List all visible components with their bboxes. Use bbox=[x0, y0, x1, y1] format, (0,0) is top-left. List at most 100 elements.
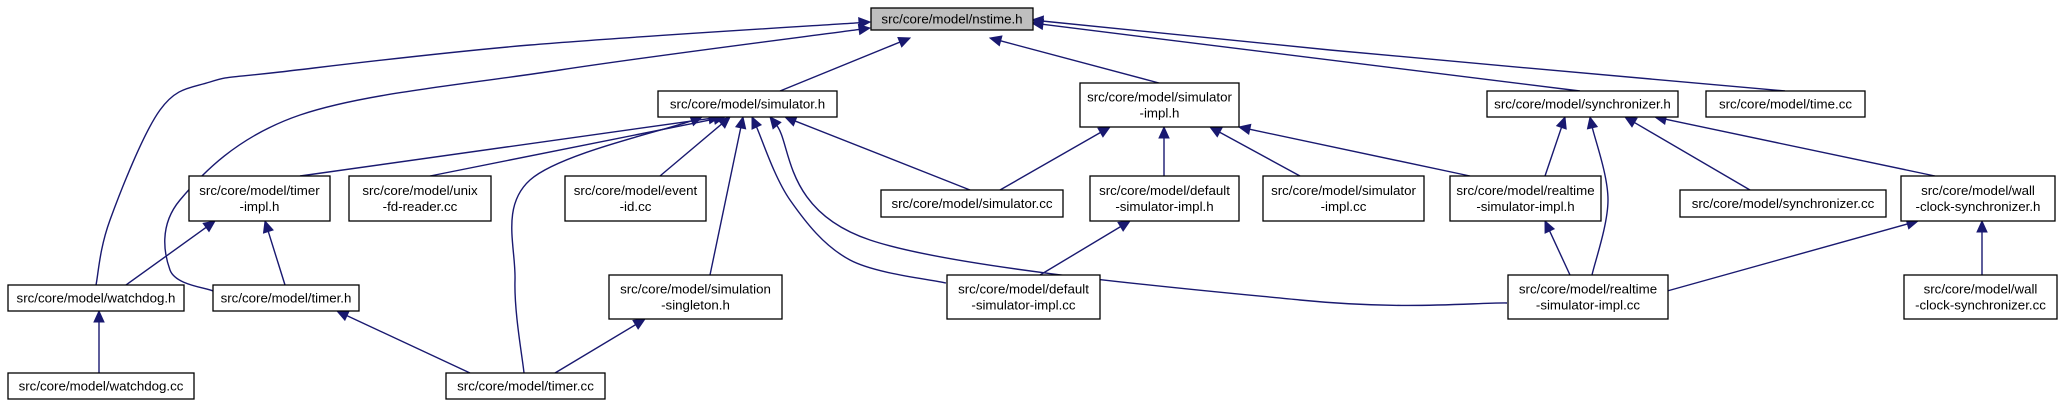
edge-simulator_impl_cc-includes-simulator_impl_h bbox=[1208, 126, 1301, 177]
edge-line bbox=[1041, 23, 1581, 92]
arrowhead-icon bbox=[857, 23, 872, 36]
node-box[interactable] bbox=[1089, 175, 1240, 222]
node-label: -simulator-impl.h bbox=[1115, 199, 1213, 214]
node-simulation-singleton-h[interactable]: src/core/model/simulation-singleton.h bbox=[608, 274, 783, 320]
node-label: src/core/model/unix bbox=[362, 183, 478, 198]
node-simulator-impl-h[interactable]: src/core/model/simulator-impl.h bbox=[1079, 82, 1240, 128]
node-box[interactable] bbox=[1900, 175, 2056, 222]
node-box[interactable] bbox=[870, 7, 1034, 31]
arrowhead-icon bbox=[1976, 219, 1988, 233]
node-event-id-cc[interactable]: src/core/model/event-id.cc bbox=[564, 175, 707, 222]
edge-event_id_cc-includes-simulator_h bbox=[659, 116, 731, 177]
node-box[interactable] bbox=[1486, 90, 1679, 118]
node-label: src/core/model/simulator.h bbox=[670, 97, 825, 112]
edge-line bbox=[95, 21, 861, 286]
node-timer-cc[interactable]: src/core/model/timer.cc bbox=[445, 372, 606, 400]
node-label: -id.cc bbox=[620, 199, 652, 214]
node-nstime-h[interactable]: src/core/model/nstime.h bbox=[870, 7, 1034, 31]
node-box[interactable] bbox=[564, 175, 707, 222]
node-box[interactable] bbox=[1079, 82, 1240, 128]
node-timer-h[interactable]: src/core/model/timer.h bbox=[212, 284, 360, 312]
arrowhead-icon bbox=[734, 115, 747, 130]
node-box[interactable] bbox=[445, 372, 606, 400]
node-label: src/core/model/watchdog.h bbox=[17, 291, 176, 306]
node-synchronizer-cc[interactable]: src/core/model/synchronizer.cc bbox=[1679, 189, 1887, 218]
arrowhead-icon bbox=[202, 220, 216, 233]
arrowhead-icon bbox=[1158, 125, 1170, 139]
arrowhead-icon bbox=[1555, 115, 1567, 130]
edge-line bbox=[1248, 128, 1471, 177]
node-realtime-simulator-impl-h[interactable]: src/core/model/realtime-simulator-impl.h bbox=[1449, 175, 1602, 222]
edge-line bbox=[1041, 20, 1786, 92]
node-label: src/core/model/simulator bbox=[1087, 90, 1232, 105]
node-box[interactable] bbox=[1449, 175, 1602, 222]
edge-simulator_cc-includes-simulator_h bbox=[783, 115, 971, 191]
edge-default_simulator_impl_h-includes-simulator_impl_h bbox=[1158, 125, 1170, 176]
node-synchronizer-h[interactable]: src/core/model/synchronizer.h bbox=[1486, 90, 1679, 118]
node-watchdog-h[interactable]: src/core/model/watchdog.h bbox=[7, 284, 185, 312]
arrowhead-icon bbox=[717, 116, 731, 129]
node-box[interactable] bbox=[188, 175, 331, 222]
node-box[interactable] bbox=[608, 274, 783, 320]
node-box[interactable] bbox=[7, 284, 185, 312]
edge-wall_clock_synchronizer_h-includes-synchronizer_h bbox=[1653, 113, 1936, 177]
node-label: src/core/model/synchronizer.cc bbox=[1692, 196, 1875, 211]
edge-timer_h-includes-nstime_h bbox=[164, 23, 872, 292]
node-box[interactable] bbox=[7, 372, 195, 400]
edge-line bbox=[1591, 126, 1609, 276]
edge-line bbox=[511, 119, 693, 374]
node-box[interactable] bbox=[1903, 274, 2058, 320]
node-box[interactable] bbox=[946, 274, 1101, 320]
node-box[interactable] bbox=[212, 284, 360, 312]
edge-line bbox=[1664, 118, 1936, 177]
node-label: -impl.cc bbox=[1321, 199, 1367, 214]
arrowhead-icon bbox=[93, 309, 105, 323]
node-unix-fd-reader-cc[interactable]: src/core/model/unix-fd-reader.cc bbox=[348, 175, 492, 222]
node-label: src/core/model/watchdog.cc bbox=[19, 379, 184, 394]
node-simulator-cc[interactable]: src/core/model/simulator.cc bbox=[880, 189, 1064, 218]
arrowhead-icon bbox=[1208, 126, 1223, 138]
arrowhead-icon bbox=[335, 310, 350, 322]
node-default-simulator-impl-h[interactable]: src/core/model/default-simulator-impl.h bbox=[1089, 175, 1240, 222]
node-label: -simulator-impl.h bbox=[1476, 199, 1574, 214]
edge-line bbox=[999, 39, 1160, 84]
node-box[interactable] bbox=[348, 175, 492, 222]
edge-line bbox=[267, 230, 286, 286]
edge-line bbox=[125, 226, 208, 286]
edge-watchdog_h-includes-timer_impl_h bbox=[125, 220, 216, 286]
edges-layer bbox=[93, 15, 1988, 374]
node-simulator-h[interactable]: src/core/model/simulator.h bbox=[657, 90, 838, 118]
node-simulator-impl-cc[interactable]: src/core/model/simulator-impl.cc bbox=[1262, 175, 1425, 222]
edge-line bbox=[755, 125, 947, 284]
edge-synchronizer_cc-includes-synchronizer_h bbox=[1623, 116, 1751, 191]
node-box[interactable] bbox=[657, 90, 838, 118]
arrowhead-icon bbox=[1237, 123, 1252, 136]
node-label: -impl.h bbox=[240, 199, 280, 214]
edge-simulator_impl_h-includes-nstime_h bbox=[988, 35, 1160, 84]
arrowhead-icon bbox=[262, 219, 274, 234]
arrowhead-icon bbox=[897, 36, 912, 48]
node-label: src/core/model/synchronizer.h bbox=[1494, 97, 1671, 112]
node-box[interactable] bbox=[1507, 274, 1669, 320]
node-time-cc[interactable]: src/core/model/time.cc bbox=[1705, 90, 1866, 118]
node-wall-clock-synchronizer-cc[interactable]: src/core/model/wall-clock-synchronizer.c… bbox=[1903, 274, 2058, 320]
node-box[interactable] bbox=[1705, 90, 1866, 118]
node-realtime-simulator-impl-cc[interactable]: src/core/model/realtime-simulator-impl.c… bbox=[1507, 274, 1669, 320]
node-box[interactable] bbox=[1262, 175, 1425, 222]
edge-wall_clock_synchronizer_cc-includes-wall_clock_synchronizer_h bbox=[1976, 219, 1988, 275]
node-watchdog-cc[interactable]: src/core/model/watchdog.cc bbox=[7, 372, 195, 400]
node-label: src/core/model/default bbox=[958, 282, 1089, 297]
node-label: src/core/model/timer bbox=[199, 183, 320, 198]
node-box[interactable] bbox=[880, 189, 1064, 218]
node-label: src/core/model/default bbox=[1099, 183, 1230, 198]
node-box[interactable] bbox=[1679, 189, 1887, 218]
node-default-simulator-impl-cc[interactable]: src/core/model/default-simulator-impl.cc bbox=[946, 274, 1101, 320]
node-label: src/core/model/realtime bbox=[1519, 282, 1657, 297]
edge-line bbox=[164, 28, 861, 292]
node-timer-impl-h[interactable]: src/core/model/timer-impl.h bbox=[188, 175, 331, 222]
edge-default_simulator_impl_cc-includes-default_simulator_impl_h bbox=[1039, 220, 1132, 276]
node-wall-clock-synchronizer-h[interactable]: src/core/model/wall-clock-synchronizer.h bbox=[1900, 175, 2056, 222]
node-label: -fd-reader.cc bbox=[383, 199, 458, 214]
arrowhead-icon bbox=[783, 115, 798, 127]
edge-line bbox=[659, 122, 723, 177]
